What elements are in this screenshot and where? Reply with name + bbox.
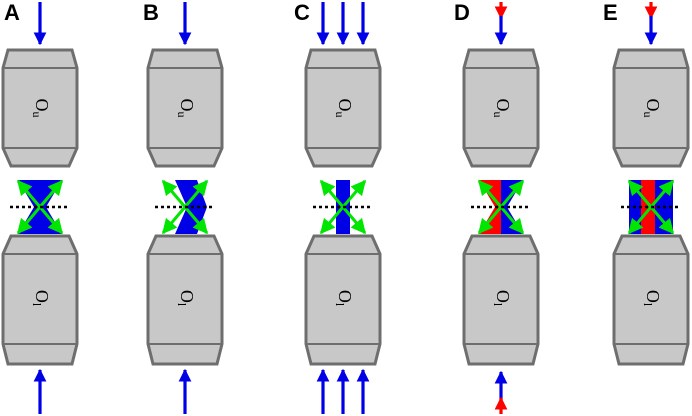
objective-letter: O	[493, 99, 513, 112]
lower-objective-label: Ol	[30, 290, 52, 307]
upper-objective-label: Ou	[30, 99, 52, 118]
lower-objective: Ol	[612, 234, 690, 366]
objective-subscript: u	[333, 112, 347, 118]
objective-body	[1, 48, 79, 168]
objective-body	[1, 234, 79, 366]
objective-body	[146, 234, 224, 366]
panel-label: D	[454, 0, 470, 25]
upper-objective: Ou	[146, 48, 224, 168]
objective-body	[462, 234, 540, 366]
objective-subscript: l	[30, 303, 44, 307]
upper-objective: Ou	[304, 48, 382, 168]
objective-letter: O	[493, 290, 513, 303]
objective-body	[304, 48, 382, 168]
lower-objective-label: Ol	[641, 290, 663, 307]
objective-subscript: u	[641, 112, 655, 118]
objective-subscript: u	[491, 112, 505, 118]
objective-letter: O	[177, 99, 197, 112]
objective-body	[612, 48, 690, 168]
lower-objective-label: Ol	[175, 290, 197, 307]
objective-letter: O	[643, 290, 663, 303]
upper-objective-label: Ou	[175, 99, 197, 118]
upper-objective: Ou	[612, 48, 690, 168]
objective-subscript: u	[175, 112, 189, 118]
objective-subscript: u	[30, 112, 44, 118]
upper-objective-label: Ou	[641, 99, 663, 118]
lower-objective: Ol	[1, 234, 79, 366]
objective-letter: O	[335, 99, 355, 112]
objective-subscript: l	[491, 303, 505, 307]
objective-letter: O	[32, 99, 52, 112]
objective-body	[612, 234, 690, 366]
lower-objective-label: Ol	[491, 290, 513, 307]
objective-body	[462, 48, 540, 168]
panel-label: B	[143, 0, 159, 25]
objective-subscript: l	[333, 303, 347, 307]
objective-letter: O	[32, 290, 52, 303]
lower-objective-label: Ol	[333, 290, 355, 307]
lower-objective: Ol	[462, 234, 540, 366]
objective-body	[304, 234, 382, 366]
upper-objective-label: Ou	[491, 99, 513, 118]
panel-label: A	[4, 0, 20, 25]
panel-label: E	[603, 0, 618, 25]
upper-objective-label: Ou	[333, 99, 355, 118]
upper-objective: Ou	[462, 48, 540, 168]
upper-objective: Ou	[1, 48, 79, 168]
objective-letter: O	[177, 290, 197, 303]
objective-body	[146, 48, 224, 168]
objective-letter: O	[643, 99, 663, 112]
lower-objective: Ol	[304, 234, 382, 366]
objective-subscript: l	[175, 303, 189, 307]
lower-objective: Ol	[146, 234, 224, 366]
objective-letter: O	[335, 290, 355, 303]
objective-subscript: l	[641, 303, 655, 307]
panel-label: C	[294, 0, 310, 25]
